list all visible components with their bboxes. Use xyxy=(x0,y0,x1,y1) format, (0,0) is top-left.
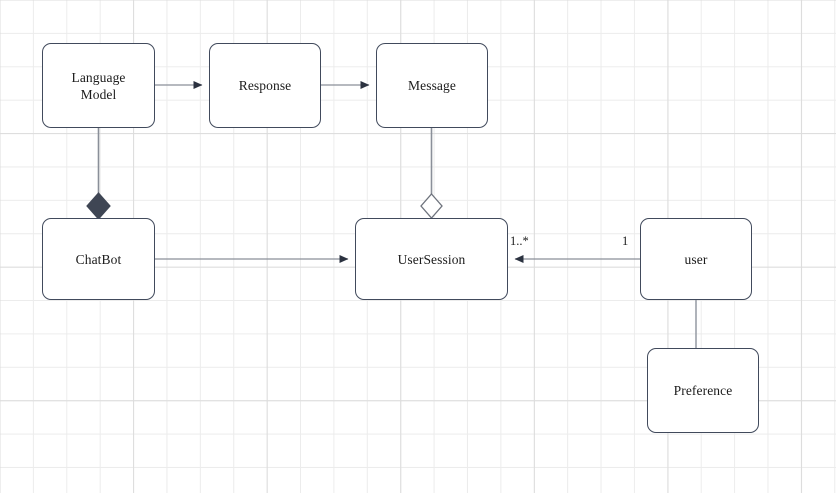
node-label: UserSession xyxy=(397,251,466,267)
aggregation-diamond-icon xyxy=(420,193,443,219)
node-preference[interactable]: Preference xyxy=(647,348,759,433)
node-user[interactable]: user xyxy=(640,218,752,300)
edge-language-model-to-chatbot[interactable] xyxy=(86,128,111,220)
node-chatbot[interactable]: ChatBot xyxy=(42,218,155,300)
multiplicity-label-user: 1 xyxy=(622,234,629,248)
node-response[interactable]: Response xyxy=(209,43,321,128)
node-label: Message xyxy=(408,78,456,93)
edge-message-to-usersession[interactable] xyxy=(420,128,443,219)
node-usersession[interactable]: UserSession xyxy=(355,218,508,300)
node-label: user xyxy=(684,251,708,267)
node-label: Response xyxy=(238,78,292,93)
node-label: Preference xyxy=(673,383,733,398)
multiplicity-label-usersession: 1..* xyxy=(510,234,529,248)
composition-diamond-icon xyxy=(86,192,111,220)
node-label: ChatBot xyxy=(75,251,122,267)
node-language-model[interactable]: Language Model xyxy=(42,43,155,128)
node-label: Language Model xyxy=(71,69,126,102)
node-message[interactable]: Message xyxy=(376,43,488,128)
